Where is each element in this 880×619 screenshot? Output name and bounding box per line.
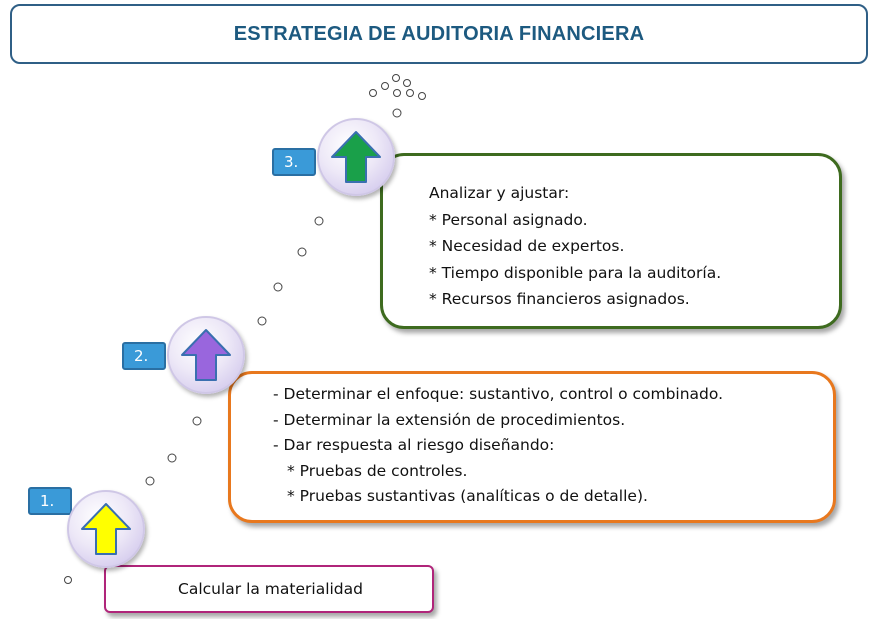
up-arrow-icon [181, 329, 231, 381]
step-3-line: * Tiempo disponible para la auditoría. [429, 263, 722, 282]
title-banner: ESTRATEGIA DE AUDITORIA FINANCIERA [10, 4, 868, 64]
step-1-line: Calcular la materialidad [178, 579, 363, 598]
step-3-box: Analizar y ajustar: * Personal asignado.… [380, 153, 842, 329]
diagram-title: ESTRATEGIA DE AUDITORIA FINANCIERA [233, 22, 645, 45]
step-3-line: * Personal asignado. [429, 210, 588, 229]
step-2-box: - Determinar el enfoque: sustantivo, con… [228, 371, 836, 523]
step-1-circle [67, 490, 145, 568]
step-1-box: Calcular la materialidad [104, 565, 434, 613]
step-3-number: 3. [284, 153, 299, 171]
step-2-line: - Determinar el enfoque: sustantivo, con… [273, 385, 724, 403]
step-2-line: - Dar respuesta al riesgo diseñando: [273, 436, 555, 454]
step-3-line: * Necesidad de expertos. [429, 237, 625, 255]
step-3-circle [317, 118, 395, 196]
up-arrow-icon [81, 503, 131, 555]
step-1-badge: 1. [28, 487, 72, 515]
step-2-line: * Pruebas de controles. [287, 461, 468, 480]
step-2-number: 2. [134, 347, 149, 365]
step-2-circle [167, 316, 245, 394]
step-2-badge: 2. [122, 342, 166, 370]
step-1-number: 1. [40, 492, 55, 510]
step-3-badge: 3. [272, 148, 316, 176]
up-arrow-icon [331, 131, 381, 183]
step-3-line: * Recursos financieros asignados. [429, 290, 690, 308]
step-2-line: * Pruebas sustantivas (analíticas o de d… [287, 487, 648, 505]
step-2-line: - Determinar la extensión de procedimien… [273, 410, 626, 429]
step-3-line: Analizar y ajustar: [429, 184, 570, 202]
